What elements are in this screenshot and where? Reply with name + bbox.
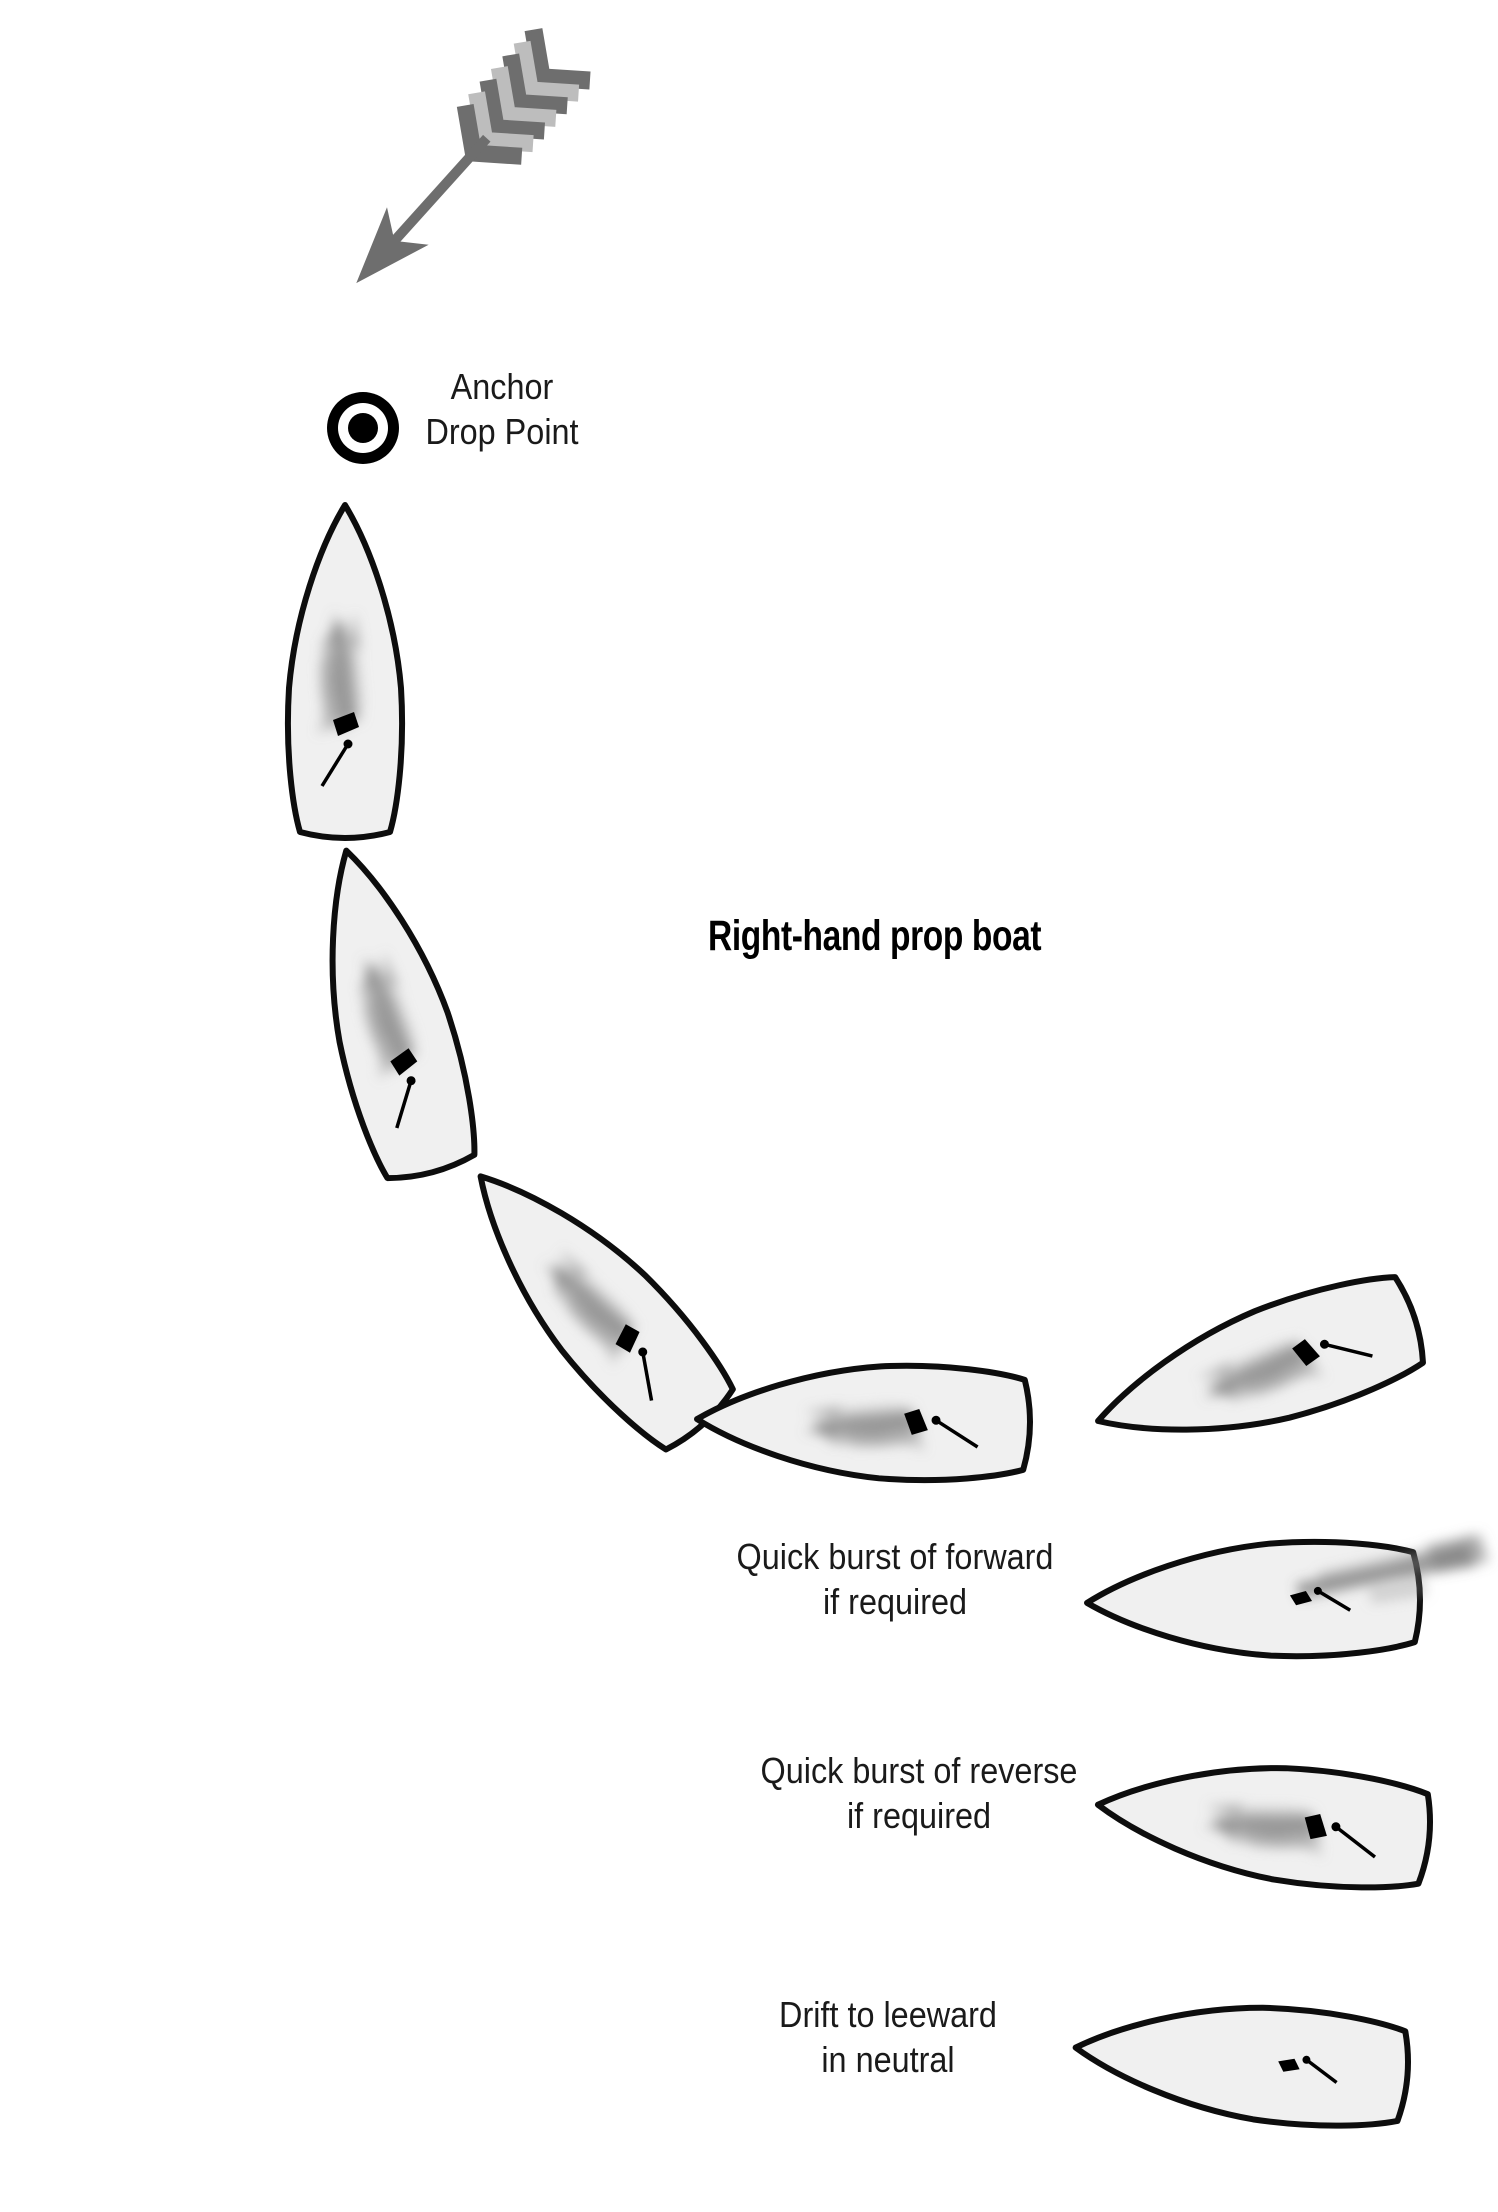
reverse-burst-line1: Quick burst of reverse [760,1750,1078,1791]
anchor-label-line1: Anchor [450,366,554,407]
drift-leeward-label: Drift to leeward in neutral [779,1992,997,2082]
boat-step-5 [1080,1264,1432,1475]
wind-direction-arrow-icon [356,28,591,284]
anchor-drop-point-icon [327,392,399,464]
drift-leeward-line2: in neutral [821,2039,955,2080]
boat-step-4 [696,1362,1031,1482]
boat-step-8-neutral [1071,1991,1413,2134]
reverse-burst-label: Quick burst of reverse if required [761,1748,1078,1838]
anchor-label-line2: Drop Point [425,411,579,452]
forward-burst-line1: Quick burst of forward [736,1536,1054,1577]
boat-step-6-forward-burst [1086,1534,1491,1660]
forward-burst-label: Quick burst of forward if required [737,1534,1054,1624]
anchor-drop-point-label: Anchor Drop Point [425,364,578,454]
boat-step-3 [438,1138,746,1462]
boat-step-7-reverse-burst [1092,1748,1435,1896]
boat-step-1 [288,505,402,838]
drift-leeward-line1: Drift to leeward [779,1994,997,2035]
boat-step-2 [291,836,487,1187]
diagram-title: Right-hand prop boat [708,912,1042,960]
forward-burst-line2: if required [822,1581,968,1622]
reverse-burst-line2: if required [846,1795,992,1836]
